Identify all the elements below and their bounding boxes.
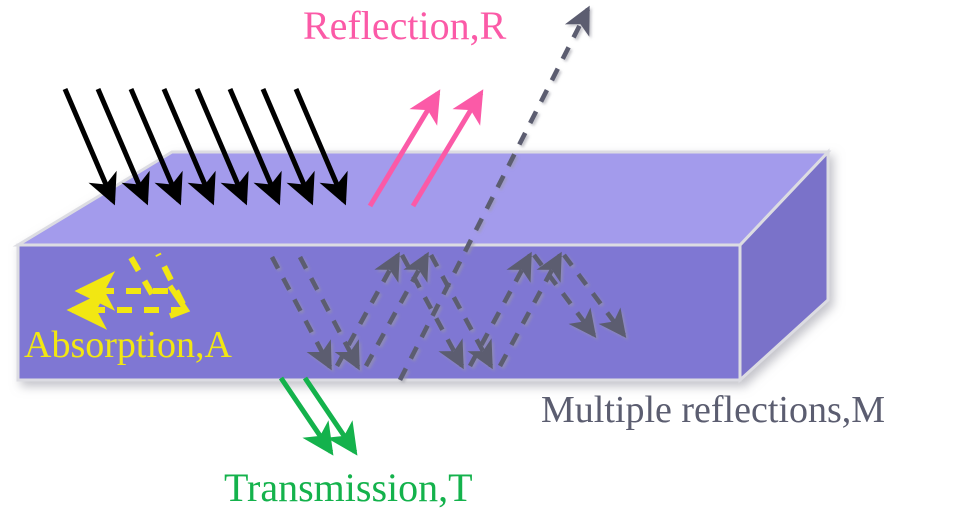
transmission-label: Transmission,T xyxy=(224,465,473,510)
multiple-reflection-ray xyxy=(269,255,333,371)
incident-arrow xyxy=(161,88,216,206)
slab-top-face xyxy=(12,150,832,247)
transmission-arrow xyxy=(302,376,358,456)
incident-arrow xyxy=(62,88,117,206)
multiple-reflection-escaping-ray xyxy=(397,5,591,382)
multiple-reflection-ray xyxy=(532,253,597,339)
multiple-reflection-ray xyxy=(428,253,494,370)
incident-arrow xyxy=(293,88,348,206)
incident-arrow xyxy=(95,88,150,206)
absorption-right-tip-group xyxy=(167,284,191,319)
transmission-arrow xyxy=(278,376,334,456)
transmission-arrows xyxy=(278,376,358,456)
incident-arrow xyxy=(128,88,183,206)
multiple-reflection-ray xyxy=(467,251,533,368)
multiple-reflection-ray xyxy=(297,255,361,371)
multiple-reflection-ray xyxy=(399,253,465,370)
incident-arrow xyxy=(194,88,249,206)
multiple-reflection-ray xyxy=(363,251,430,368)
incident-radiation-arrows xyxy=(62,88,348,206)
absorption-diagonal-ray xyxy=(126,252,155,296)
reflection-arrows xyxy=(367,89,484,208)
multiple-reflections-label: Multiple reflections,M xyxy=(541,389,886,431)
absorption-label: Absorption,A xyxy=(24,324,232,366)
incident-arrow xyxy=(227,88,282,206)
reflection-arrow xyxy=(410,89,484,208)
reflection-label: Reflection,R xyxy=(303,3,507,48)
reflection-arrow xyxy=(367,89,441,208)
absorption-corner-tip-icon xyxy=(167,284,191,319)
multiple-reflection-arrows xyxy=(269,5,627,382)
multiple-reflection-ray xyxy=(334,251,401,368)
incident-arrow xyxy=(260,88,315,206)
multiple-reflection-ray xyxy=(562,253,627,339)
